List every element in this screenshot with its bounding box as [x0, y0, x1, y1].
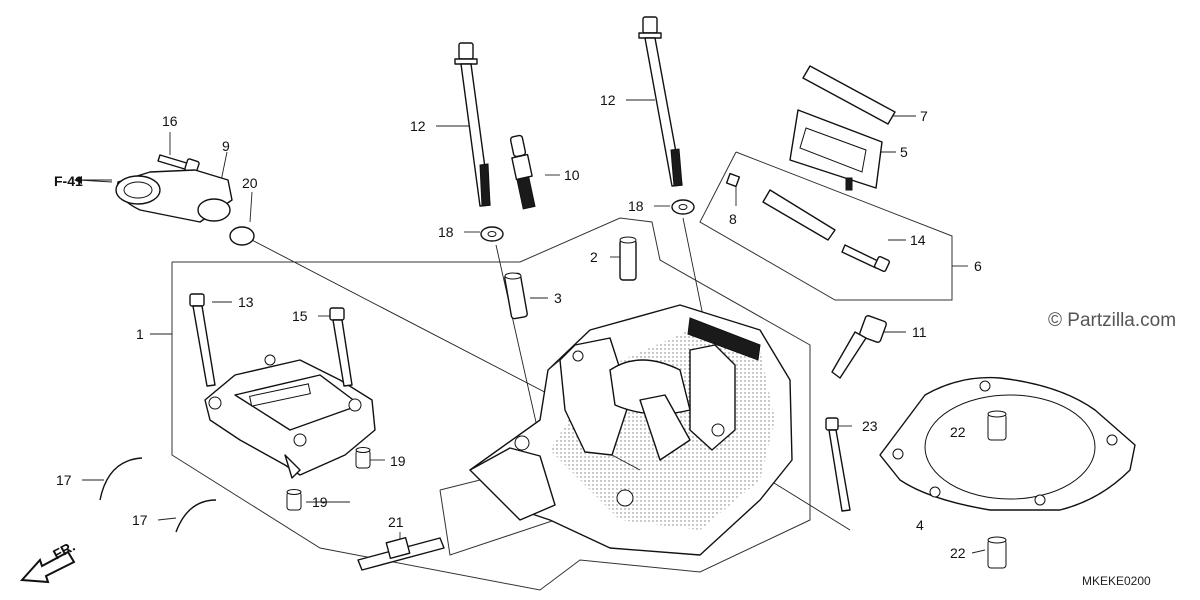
callout-20: 20 — [242, 175, 258, 191]
callout-18a: 18 — [438, 224, 454, 240]
callout-1: 1 — [136, 326, 144, 342]
callout-19b: 19 — [312, 494, 328, 510]
reference-arrow — [74, 176, 113, 184]
callout-23: 23 — [862, 418, 878, 434]
callout-6: 6 — [974, 258, 982, 274]
callout-19a: 19 — [390, 453, 406, 469]
small-bolts — [157, 154, 891, 512]
callout-9: 9 — [222, 138, 230, 154]
bolt-washers — [480, 199, 695, 242]
reed-valve-assembly — [725, 65, 896, 241]
callout-8: 8 — [729, 211, 737, 227]
callout-18b: 18 — [628, 198, 644, 214]
callout-13: 13 — [238, 294, 254, 310]
callout-17a: 17 — [56, 472, 72, 488]
diagram-code: MKEKE0200 — [1082, 574, 1151, 588]
spark-plug — [509, 134, 536, 210]
valve-guides — [504, 236, 637, 320]
callout-12b: 12 — [600, 92, 616, 108]
callout-12a: 12 — [410, 118, 426, 134]
dowel-pins — [987, 410, 1007, 569]
water-outlet — [115, 169, 255, 246]
reference-label: F-41 — [54, 173, 83, 189]
callout-4: 4 — [916, 517, 924, 533]
callout-3: 3 — [554, 290, 562, 306]
front-direction-arrow-icon — [19, 550, 76, 584]
cylinder-head — [469, 304, 793, 556]
callout-22a: 22 — [950, 424, 966, 440]
stud-bolt — [357, 536, 445, 571]
callout-22b: 22 — [950, 545, 966, 561]
holder-dowels — [286, 447, 371, 511]
callout-14: 14 — [910, 232, 926, 248]
cylinder-head-bolts — [454, 16, 683, 207]
leader-lines — [78, 99, 986, 554]
diagram-text: F-41 FR. 1 2 3 4 5 6 7 8 9 10 11 12 12 1… — [50, 92, 982, 563]
callout-21: 21 — [388, 514, 404, 530]
watermark: © Partzilla.com — [1048, 310, 1177, 331]
callout-11: 11 — [912, 324, 927, 340]
camshaft-holder — [204, 354, 376, 479]
callout-7: 7 — [920, 108, 928, 124]
cylinder-head-gasket — [879, 376, 1136, 511]
callout-16: 16 — [162, 113, 178, 129]
callout-2: 2 — [590, 249, 598, 265]
callout-15: 15 — [292, 308, 308, 324]
callout-5: 5 — [900, 144, 908, 160]
lock-pins — [99, 457, 217, 533]
temperature-sensor — [831, 315, 887, 379]
callout-17b: 17 — [132, 512, 148, 528]
callout-10: 10 — [564, 167, 580, 183]
